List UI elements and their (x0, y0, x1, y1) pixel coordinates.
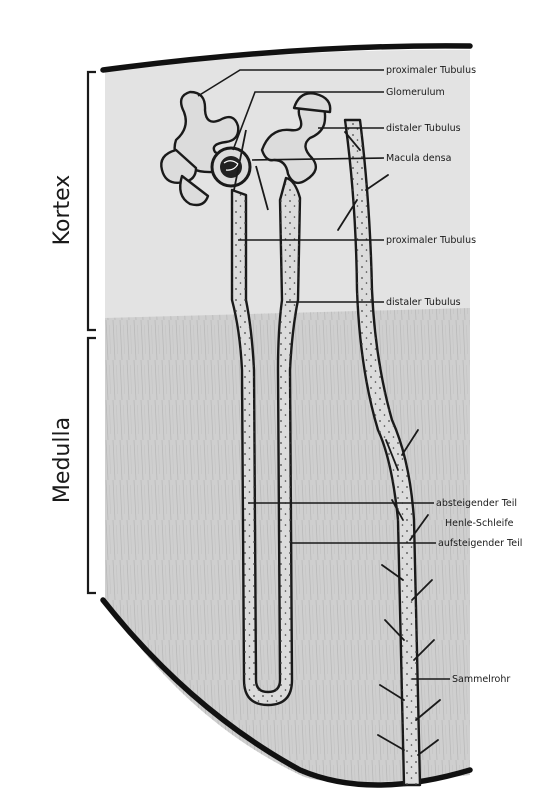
label-proximal-tubulus-top: proximaler Tubulus (386, 65, 476, 76)
label-macula-densa: Macula densa (386, 153, 451, 164)
label-henle-schleife: Henle-Schleife (445, 518, 514, 529)
label-proximal-tubulus-mid: proximaler Tubulus (386, 235, 476, 246)
kortex-bracket (88, 72, 96, 330)
label-aufsteigender-teil: aufsteigender Teil (438, 538, 522, 549)
kortex-label: Kortex (50, 175, 75, 246)
label-distal-tubulus-mid: distaler Tubulus (386, 297, 461, 308)
label-sammelrohr: Sammelrohr (452, 674, 510, 685)
label-absteigender-teil: absteigender Teil (436, 498, 517, 509)
label-glomerulum: Glomerulum (386, 87, 445, 98)
medulla-label: Medulla (50, 417, 75, 503)
medulla-bracket (88, 338, 96, 593)
label-distal-tubulus-top: distaler Tubulus (386, 123, 461, 134)
